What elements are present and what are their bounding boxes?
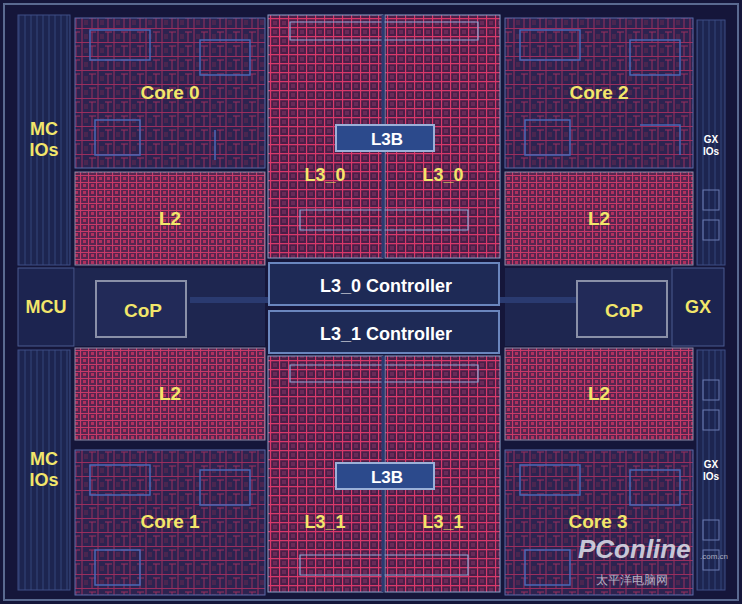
die-region: L2 xyxy=(505,348,693,440)
die-region: L2 xyxy=(75,348,265,440)
region-label: Core 3 xyxy=(568,511,627,533)
region-label: L2 xyxy=(159,383,181,405)
die-region: L3B xyxy=(335,462,435,490)
die-region: CoP xyxy=(576,280,668,338)
region-label: L2 xyxy=(159,208,181,230)
die-region: L3B xyxy=(335,124,435,152)
die-region: GX IOs xyxy=(697,20,725,265)
die-region: L2 xyxy=(75,172,265,265)
region-label: Core 2 xyxy=(569,82,628,104)
region-label: CoP xyxy=(605,300,643,322)
region-label: GX IOs xyxy=(700,134,722,157)
region-label: L2 xyxy=(588,383,610,405)
die-region: GX xyxy=(672,268,724,346)
region-label: L3_0 Controller xyxy=(320,276,452,297)
region-label: L3_0 xyxy=(304,165,345,186)
region-label: MC IOs xyxy=(24,449,64,490)
region-label: L3B xyxy=(371,130,403,150)
die-region: CoP xyxy=(95,280,187,338)
region-label: L3_1 xyxy=(422,512,463,533)
die-region: L3_1 Controller xyxy=(268,310,500,354)
die-region: L2 xyxy=(505,172,693,265)
die-region: L3_0 Controller xyxy=(268,262,500,306)
region-label: CoP xyxy=(124,300,162,322)
die-region: MC IOs xyxy=(18,15,70,265)
die-region: Core 1 xyxy=(75,450,265,595)
watermark: 太平洋电脑网 xyxy=(596,572,668,589)
region-label: GX IOs xyxy=(700,459,722,482)
region-label: L3_1 Controller xyxy=(320,324,452,345)
die-region: MCU xyxy=(18,268,74,346)
region-label: MCU xyxy=(26,297,67,318)
die-region: Core 0 xyxy=(75,18,265,168)
region-label: Core 0 xyxy=(140,82,199,104)
region-label: L2 xyxy=(588,208,610,230)
region-label: Core 1 xyxy=(140,511,199,533)
watermark: PConline xyxy=(578,534,691,565)
die-region: Core 2 xyxy=(505,18,693,168)
region-label: GX xyxy=(685,297,711,318)
die-region: MC IOs xyxy=(18,350,70,590)
region-label: L3_1 xyxy=(304,512,345,533)
region-label: L3B xyxy=(371,468,403,488)
watermark: .com.cn xyxy=(700,552,728,561)
region-label: L3_0 xyxy=(422,165,463,186)
region-label: MC IOs xyxy=(24,119,64,160)
